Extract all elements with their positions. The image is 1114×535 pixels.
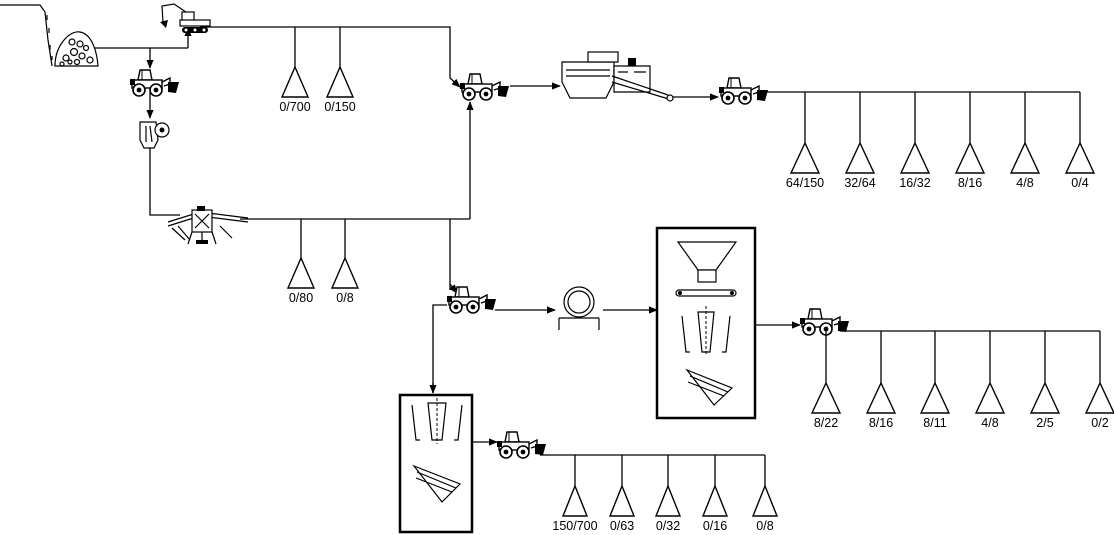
quarry-rock-pile-icon	[0, 4, 99, 67]
hopper-crusher-screen-icon	[655, 226, 757, 420]
stockpile-label: 8/16	[869, 416, 893, 430]
stockpile-triangle-icon	[654, 484, 682, 517]
equipment-icons	[0, 3, 850, 534]
stockpile-triangle-icon	[751, 484, 779, 517]
wheel-loader-3-icon	[718, 77, 769, 105]
stockpile-triangle-icon	[1064, 141, 1096, 174]
excavator-icon	[160, 3, 211, 33]
stockpile-label: 0/63	[610, 519, 634, 533]
stockpile-label: 16/32	[899, 176, 930, 190]
stockpile-label: 150/700	[552, 519, 597, 533]
stockpile-triangle-icon	[865, 381, 897, 414]
stockpile-triangle-icon	[844, 141, 876, 174]
stockpile-label: 0/2	[1091, 416, 1108, 430]
stockpile-label: 0/8	[756, 519, 773, 533]
stockpile-label: 8/22	[814, 416, 838, 430]
wheel-loader-1-icon	[130, 69, 180, 97]
jaw-crusher-icon	[139, 121, 170, 149]
stockpile-label: 8/16	[958, 176, 982, 190]
stockpiles: 0/700 0/150 0/80 0/8 64/150 32/64 16/32 8/16 4/8…	[279, 65, 1114, 533]
loader-4-to-unit-line	[432, 304, 447, 393]
crusher-screen-icon	[398, 393, 474, 534]
stockpile-triangle-icon	[325, 65, 355, 98]
stockpile-label: 0/32	[656, 519, 680, 533]
stockpile-label: 0/700	[279, 100, 310, 114]
stockpile-triangle-icon	[810, 381, 842, 414]
stockpile-triangle-icon	[330, 256, 360, 289]
stockpile-triangle-icon	[608, 484, 636, 517]
stockpile-label: 8/11	[923, 416, 946, 430]
wheel-loader-4-icon	[447, 286, 497, 314]
stockpile-triangle-icon	[974, 381, 1006, 414]
excavator-to-loader-2-arrow	[449, 77, 461, 88]
stockpile-label: 0/4	[1071, 176, 1088, 190]
wheel-loader-2-icon	[460, 73, 510, 101]
flow-lines	[95, 26, 1100, 456]
stockpile-label: 4/8	[981, 416, 998, 430]
stockpile-triangle-icon	[280, 65, 310, 98]
mobile-crusher-icon	[561, 51, 674, 102]
stockpile-label: 0/80	[289, 291, 313, 305]
stockpile-label: 64/150	[786, 176, 824, 190]
drum-mill-icon	[558, 286, 600, 330]
wheel-loader-6-icon	[497, 431, 547, 459]
stockpile-label: 4/8	[1016, 176, 1033, 190]
stockpile-triangle-icon	[561, 484, 589, 517]
stockpile-triangle-icon	[954, 141, 986, 174]
stockpile-triangle-icon	[1029, 381, 1061, 414]
stockpile-triangle-icon	[1009, 141, 1041, 174]
stockpile-triangle-icon	[1084, 381, 1114, 414]
stockpile-label: 32/64	[844, 176, 875, 190]
stockpile-triangle-icon	[701, 484, 729, 517]
mobile-screen-icon	[167, 206, 249, 245]
crusher-to-screen-line	[149, 148, 180, 216]
stockpile-triangle-icon	[899, 141, 931, 174]
stockpile-label: 0/150	[324, 100, 355, 114]
stockpile-label: 0/16	[703, 519, 727, 533]
excavator-line	[200, 26, 451, 78]
stockpile-triangle-icon	[919, 381, 951, 414]
stockpile-triangle-icon	[789, 141, 821, 174]
wheel-loader-5-icon	[800, 308, 850, 336]
stockpile-label: 2/5	[1036, 416, 1053, 430]
stockpile-label: 0/8	[336, 291, 353, 305]
stockpile-triangle-icon	[286, 256, 316, 289]
